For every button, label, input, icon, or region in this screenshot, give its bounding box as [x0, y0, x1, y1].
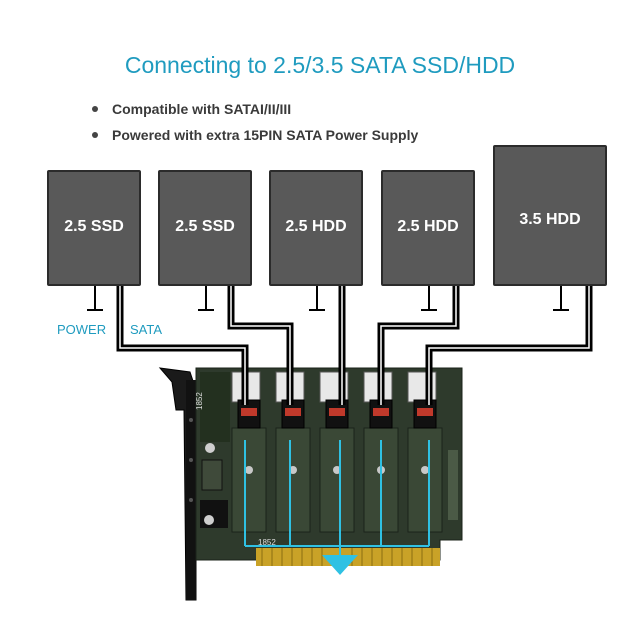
drive-4: 2.5 HDD	[381, 170, 475, 286]
board-chip-text: 1852	[195, 392, 204, 410]
bullet-icon	[92, 132, 98, 138]
pcb-board: 1852 1852	[195, 367, 463, 566]
sata-cables	[116, 286, 593, 405]
drive-label: 3.5 HDD	[519, 211, 581, 228]
power-label: POWER	[57, 322, 107, 337]
feature-item: Powered with extra 15PIN SATA Power Supp…	[92, 122, 418, 148]
feature-item: Compatible with SATAI/II/III	[92, 96, 418, 122]
card-bracket	[158, 367, 197, 601]
drive-label: 2.5 SSD	[175, 218, 235, 235]
drive-3: 2.5 HDD	[269, 170, 363, 286]
drive-label: 2.5 SSD	[64, 218, 124, 235]
drive-label: 2.5 HDD	[397, 218, 459, 235]
data-route-lines	[244, 440, 430, 555]
bullet-icon	[92, 106, 98, 112]
pcie-arrow-icon	[322, 555, 358, 575]
page-title: Connecting to 2.5/3.5 SATA SSD/HDD	[124, 52, 516, 78]
sata-label: SATA	[130, 322, 163, 337]
drive-1: 2.5 SSD	[47, 170, 141, 286]
feature-text: Powered with extra 15PIN SATA Power Supp…	[112, 127, 419, 143]
drive-5: 3.5 HDD	[493, 145, 607, 286]
feature-text: Compatible with SATAI/II/III	[112, 101, 292, 117]
power-stubs	[87, 286, 569, 311]
drive-2: 2.5 SSD	[158, 170, 252, 286]
drive-label: 2.5 HDD	[285, 218, 347, 235]
board-bottom-text: 1852	[258, 538, 276, 547]
feature-list: Compatible with SATAI/II/III Powered wit…	[92, 96, 418, 148]
